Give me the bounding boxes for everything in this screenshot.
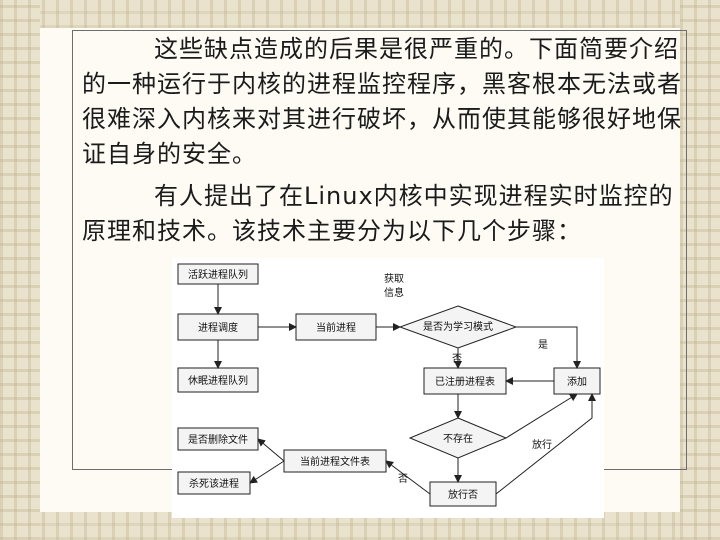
get-info-label-1: 获取 — [384, 273, 404, 285]
get-info-label-2: 信息 — [384, 286, 404, 299]
scheduler-label: 进程调度 — [198, 321, 238, 334]
allow-no-label: 放行否 — [448, 488, 478, 501]
current-process-label: 当前进程 — [316, 321, 356, 334]
delete-file-label: 是否删除文件 — [188, 433, 248, 446]
learning-mode-label: 是否为学习模式 — [423, 320, 493, 333]
no-label: 否 — [452, 353, 462, 365]
kill-process-label: 杀死该进程 — [189, 477, 239, 490]
current-file-table-label: 当前进程文件表 — [300, 455, 370, 468]
paragraph-2: 有人提出了在Linux内核中实现进程实时监控的原理和技术。该技术主要分为以下几个… — [82, 182, 674, 245]
not-exist-label: 不存在 — [443, 432, 473, 445]
current-process-box — [295, 313, 377, 341]
sleep-queue-label: 休眠进程队列 — [188, 374, 248, 387]
sleep-queue-box — [177, 367, 259, 393]
active-queue-label: 活跃进程队列 — [188, 268, 248, 281]
allow-label: 放行 — [532, 438, 552, 451]
decorative-border-left — [0, 0, 40, 540]
registered-table-label: 已注册进程表 — [435, 375, 495, 388]
allow-no-box — [429, 481, 497, 507]
yes-label: 是 — [538, 339, 548, 351]
process-monitor-flowchart: 活跃进程队列 获取 信息 进程调度 休眠进程队列 是否删除文件 杀死该进程 当前… — [172, 258, 604, 518]
decorative-border-top — [0, 0, 720, 28]
paragraph-1: 这些缺点造成的后果是很严重的。下面简要介绍的一种运行于内核的进程监控程序，黑客根… — [82, 35, 682, 168]
no2-label: 否 — [398, 473, 408, 485]
add-label: 添加 — [567, 375, 587, 388]
